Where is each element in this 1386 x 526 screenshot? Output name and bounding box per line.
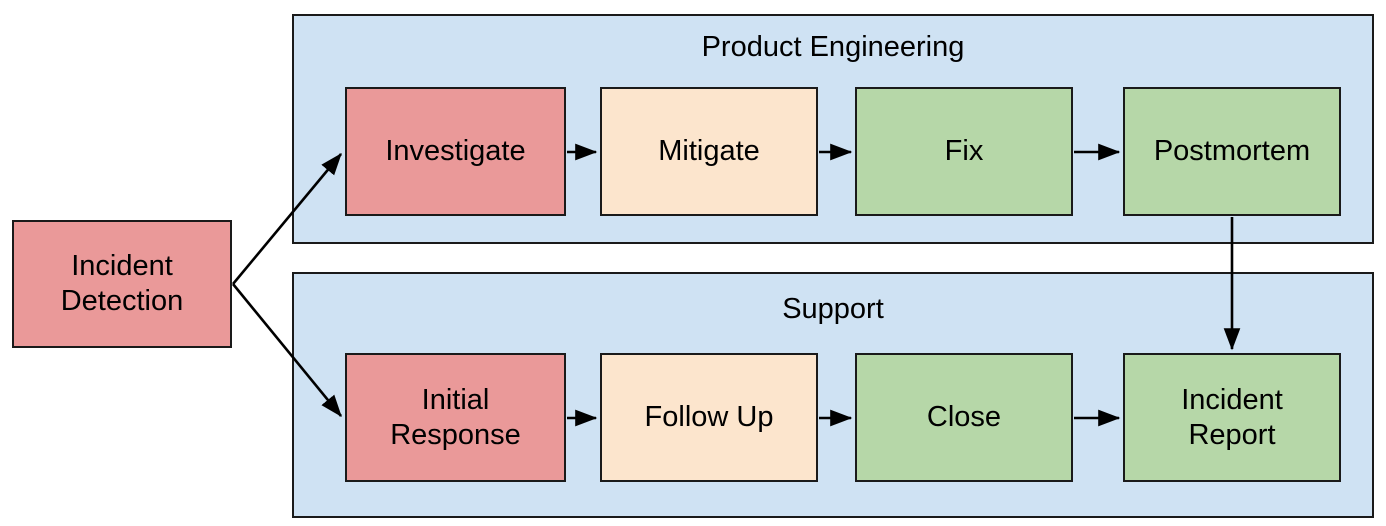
node-fix[interactable]: Fix [855,87,1073,216]
node-mitigate-label: Mitigate [658,135,760,167]
node-close[interactable]: Close [855,353,1073,482]
node-initial-response[interactable]: Initial Response [345,353,566,482]
node-mitigate[interactable]: Mitigate [600,87,818,216]
node-investigate-label: Investigate [385,135,526,167]
node-follow-up[interactable]: Follow Up [600,353,818,482]
node-follow-up-label: Follow Up [644,401,774,433]
node-postmortem-label: Postmortem [1153,135,1311,167]
node-incident-detection-label: Incident Detection [60,250,184,317]
node-investigate[interactable]: Investigate [345,87,566,216]
node-incident-report-label: Incident Report [1181,383,1283,451]
node-initial-response-label: Initial Response [390,383,521,451]
node-incident-detection[interactable]: Incident Detection [12,220,232,348]
lane-product-engineering-title: Product Engineering [701,31,965,63]
node-incident-report[interactable]: Incident Report [1123,353,1341,482]
node-postmortem[interactable]: Postmortem [1123,87,1341,216]
node-close-label: Close [926,401,1002,433]
lane-support-title: Support [782,293,884,325]
node-fix-label: Fix [944,135,984,167]
